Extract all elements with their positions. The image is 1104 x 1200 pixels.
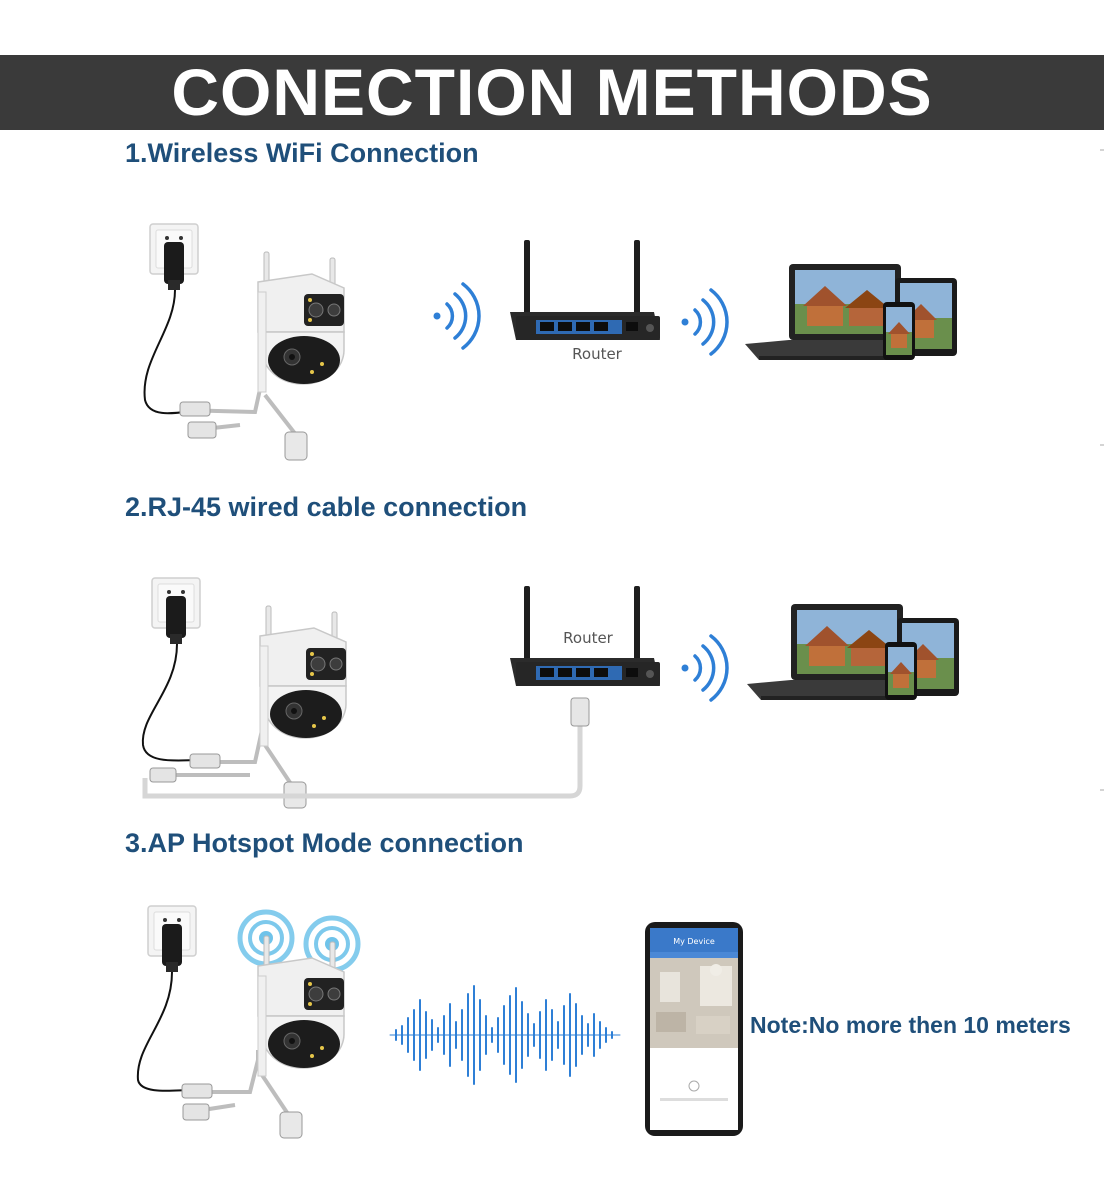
wifi-signal-icon: [679, 634, 729, 702]
camera-icon: [257, 251, 345, 393]
section-2-title: 2.RJ-45 wired cable connection: [125, 492, 528, 522]
router-label: Router: [563, 629, 614, 647]
power-adapter-icon: [166, 596, 186, 644]
ethernet-cable-icon: [142, 710, 583, 799]
smartphone-icon: My Device: [645, 922, 743, 1136]
camera-icon: [257, 935, 345, 1077]
sound-wave-icon: [389, 985, 621, 1085]
section-3-title: 3.AP Hotspot Mode connection: [125, 828, 524, 858]
ethernet-plug-icon: [279, 1111, 303, 1139]
phone-app-title: My Device: [673, 937, 715, 946]
power-cable: [141, 643, 201, 762]
section-1-title: 1.Wireless WiFi Connection: [125, 138, 479, 168]
distance-note: Note:No more then 10 meters: [750, 1012, 1071, 1038]
title-banner: CONECTION METHODS: [0, 55, 1104, 130]
page-title: CONECTION METHODS: [171, 55, 933, 129]
wifi-signal-icon: [679, 288, 729, 356]
power-cable: [136, 971, 191, 1092]
client-devices-icon: [745, 264, 957, 360]
wired-setup: Router: [141, 577, 959, 809]
router-label: Router: [572, 345, 623, 363]
power-adapter-icon: [164, 242, 184, 290]
client-devices-icon: [747, 604, 959, 700]
power-cable: [143, 289, 201, 415]
router-icon: [510, 240, 660, 340]
wireless-setup: Router: [143, 223, 957, 461]
hotspot-setup: My Device: [136, 905, 743, 1139]
camera-icon: [259, 605, 347, 747]
wifi-signal-icon: [431, 282, 481, 350]
power-adapter-icon: [162, 924, 182, 972]
ethernet-plug-icon: [284, 431, 308, 461]
